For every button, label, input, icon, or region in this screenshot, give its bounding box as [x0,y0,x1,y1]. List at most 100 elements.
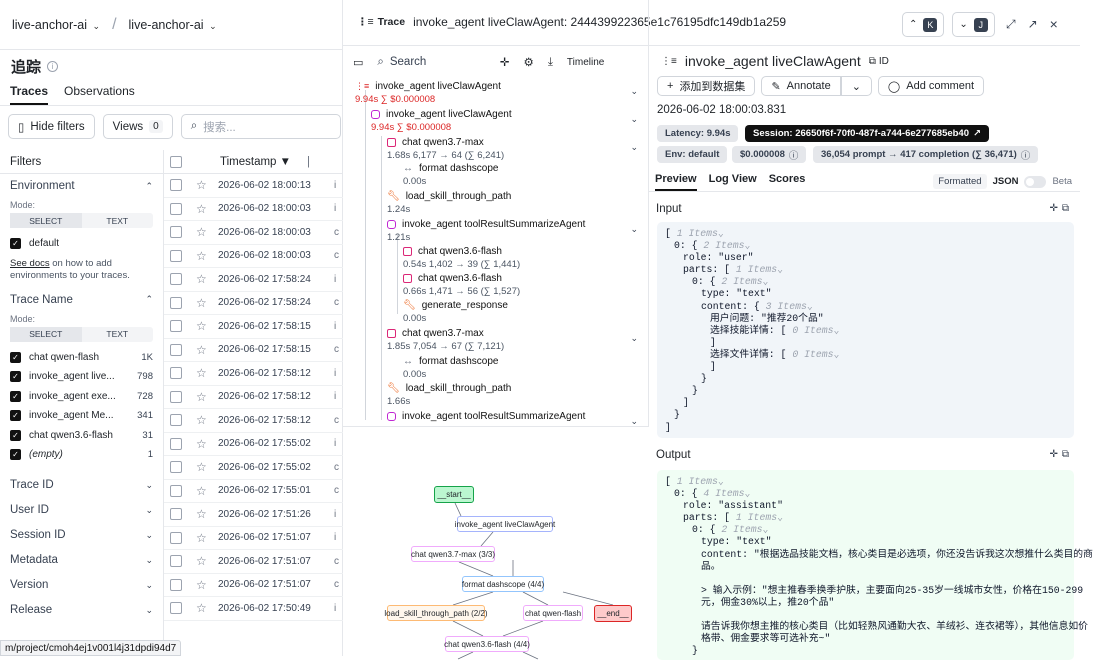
tree-node-span[interactable]: ↔format dashscope 0.00s [403,163,499,187]
checkbox-checked-icon[interactable]: ✓ [10,371,21,383]
star-icon[interactable]: ☆ [196,577,207,592]
mode-select-option[interactable]: SELECT [10,326,82,342]
row-checkbox[interactable] [170,484,182,497]
copy-id-button[interactable]: ⧉ID [869,56,889,67]
graph-node-end[interactable]: __end__ [594,605,632,622]
star-icon[interactable]: ☆ [196,389,207,404]
chevron-down-icon[interactable]: ⌄ [630,114,638,124]
filter-session-id[interactable]: Session ID⌄ [0,523,163,548]
formatted-option[interactable]: Formatted [933,174,987,189]
row-checkbox[interactable] [170,508,182,521]
tree-node-generation[interactable]: chat qwen3.6-flash 0.54s 1,402 → 39 (∑ 1… [403,246,520,270]
mode-text-option[interactable]: TEXT [106,329,129,339]
add-comment-button[interactable]: ◯Add comment [877,76,985,96]
graph-node-load-skill[interactable]: load_skill_through_path (2/2) [384,605,488,621]
previous-trace-button[interactable]: ⌃K [902,12,945,37]
breadcrumb-project[interactable]: live-anchor-ai ⌄ [129,18,217,32]
checkbox-checked-icon[interactable]: ✓ [10,410,21,422]
panel-toggle-icon[interactable]: ▭ [353,56,364,69]
star-icon[interactable]: ☆ [196,272,207,287]
tree-node-tool[interactable]: 🔧︎generate_response 0.00s [403,300,508,324]
graph-node-qwen37[interactable]: chat qwen3.7-max (3/3) [411,546,495,562]
tab-traces[interactable]: Traces [10,82,49,105]
chevron-down-icon[interactable]: ⌄ [630,224,638,234]
json-collapse-toggle[interactable]: 2 Items⌄ [721,276,769,288]
filter-version[interactable]: Version⌄ [0,573,163,598]
tree-node-generation[interactable]: chat qwen3.7-max 1.85s 7,054 → 67 (∑ 7,1… [387,328,504,352]
filter-option[interactable]: ✓(empty)1 [10,445,153,465]
star-icon[interactable]: ☆ [196,295,207,310]
tree-node-agent[interactable]: invoke_agent toolResultSummarizeAgent 1.… [387,219,585,243]
copy-icon[interactable]: ⧉ [1061,449,1073,460]
tree-node-agent[interactable]: invoke_agent liveClawAgent 9.94s ∑ $0.00… [371,109,512,133]
star-icon[interactable]: ☆ [196,460,207,475]
star-icon[interactable]: ☆ [196,436,207,451]
session-badge[interactable]: Session: 26650f6f-70f0-487f-a744-6e27768… [745,125,989,142]
info-icon[interactable]: ⓘ [788,150,799,162]
row-checkbox[interactable] [170,578,182,591]
star-icon[interactable]: ☆ [196,601,207,616]
star-icon[interactable]: ☆ [196,483,207,498]
checkbox-checked-icon[interactable]: ✓ [10,238,21,250]
star-icon[interactable]: ☆ [196,319,207,334]
star-icon[interactable]: ☆ [196,248,207,263]
tree-node-generation[interactable]: chat qwen3.6-flash 0.66s 1,471 → 56 (∑ 1… [403,273,520,297]
tree-node-span[interactable]: ↔format dashscope 0.00s [403,356,499,380]
select-all-checkbox[interactable] [170,155,182,168]
graph-node-qwen-flash[interactable]: chat qwen-flash [523,605,583,621]
tab-observations[interactable]: Observations [64,84,135,98]
json-collapse-toggle[interactable]: 1 Items⌄ [735,512,783,524]
views-button[interactable]: Views 0 [102,114,173,139]
star-icon[interactable]: ☆ [196,413,207,428]
search-input[interactable]: ⌕ 搜索... [180,114,341,139]
row-checkbox[interactable] [170,367,182,380]
row-checkbox[interactable] [170,461,182,474]
crosshair-icon[interactable]: ✛ [1049,449,1062,460]
json-collapse-toggle[interactable]: 1 Items⌄ [676,476,724,487]
row-checkbox[interactable] [170,390,182,403]
star-icon[interactable]: ☆ [196,201,207,216]
tree-node-root[interactable]: ⋮≡invoke_agent liveClawAgent 9.94s ∑ $0.… [355,81,501,105]
star-icon[interactable]: ☆ [196,342,207,357]
trace-search-input[interactable]: Search [389,56,427,68]
star-icon[interactable]: ☆ [196,554,207,569]
timeline-toggle[interactable]: Timeline [566,56,605,68]
row-checkbox[interactable] [170,343,182,356]
info-icon[interactable]: i [47,61,59,72]
json-collapse-toggle[interactable]: 1 Items⌄ [735,264,783,276]
filter-trace-id[interactable]: Trace ID⌄ [0,473,163,498]
chevron-down-icon[interactable]: ⌄ [630,333,638,343]
filter-option[interactable]: ✓invoke_agent exe...728 [10,387,153,407]
hide-filters-button[interactable]: ▯ Hide filters [8,114,95,139]
next-trace-button[interactable]: ⌄J [952,12,995,37]
filter-metadata[interactable]: Metadata⌄ [0,548,163,573]
row-checkbox[interactable] [170,531,182,544]
chevron-down-icon[interactable]: ⌄ [630,86,638,96]
row-checkbox[interactable] [170,320,182,333]
beta-toggle[interactable] [1024,175,1047,188]
row-checkbox[interactable] [170,296,182,309]
tree-node-tool[interactable]: 🔧︎load_skill_through_path 1.66s [387,383,511,407]
json-collapse-toggle[interactable]: 0 Items⌄ [792,324,840,336]
row-checkbox[interactable] [170,202,182,215]
star-icon[interactable]: ☆ [196,530,207,545]
json-collapse-toggle[interactable]: 2 Items⌄ [703,240,751,252]
checkbox-checked-icon[interactable]: ✓ [10,449,21,461]
json-collapse-toggle[interactable]: 3 Items⌄ [765,300,813,312]
star-icon[interactable]: ☆ [196,507,207,522]
json-collapse-toggle[interactable]: 4 Items⌄ [703,488,751,500]
filter-option[interactable]: ✓ default [10,234,153,254]
tab-log-view[interactable]: Log View [708,173,757,185]
download-icon[interactable]: ⤓ [547,55,553,68]
